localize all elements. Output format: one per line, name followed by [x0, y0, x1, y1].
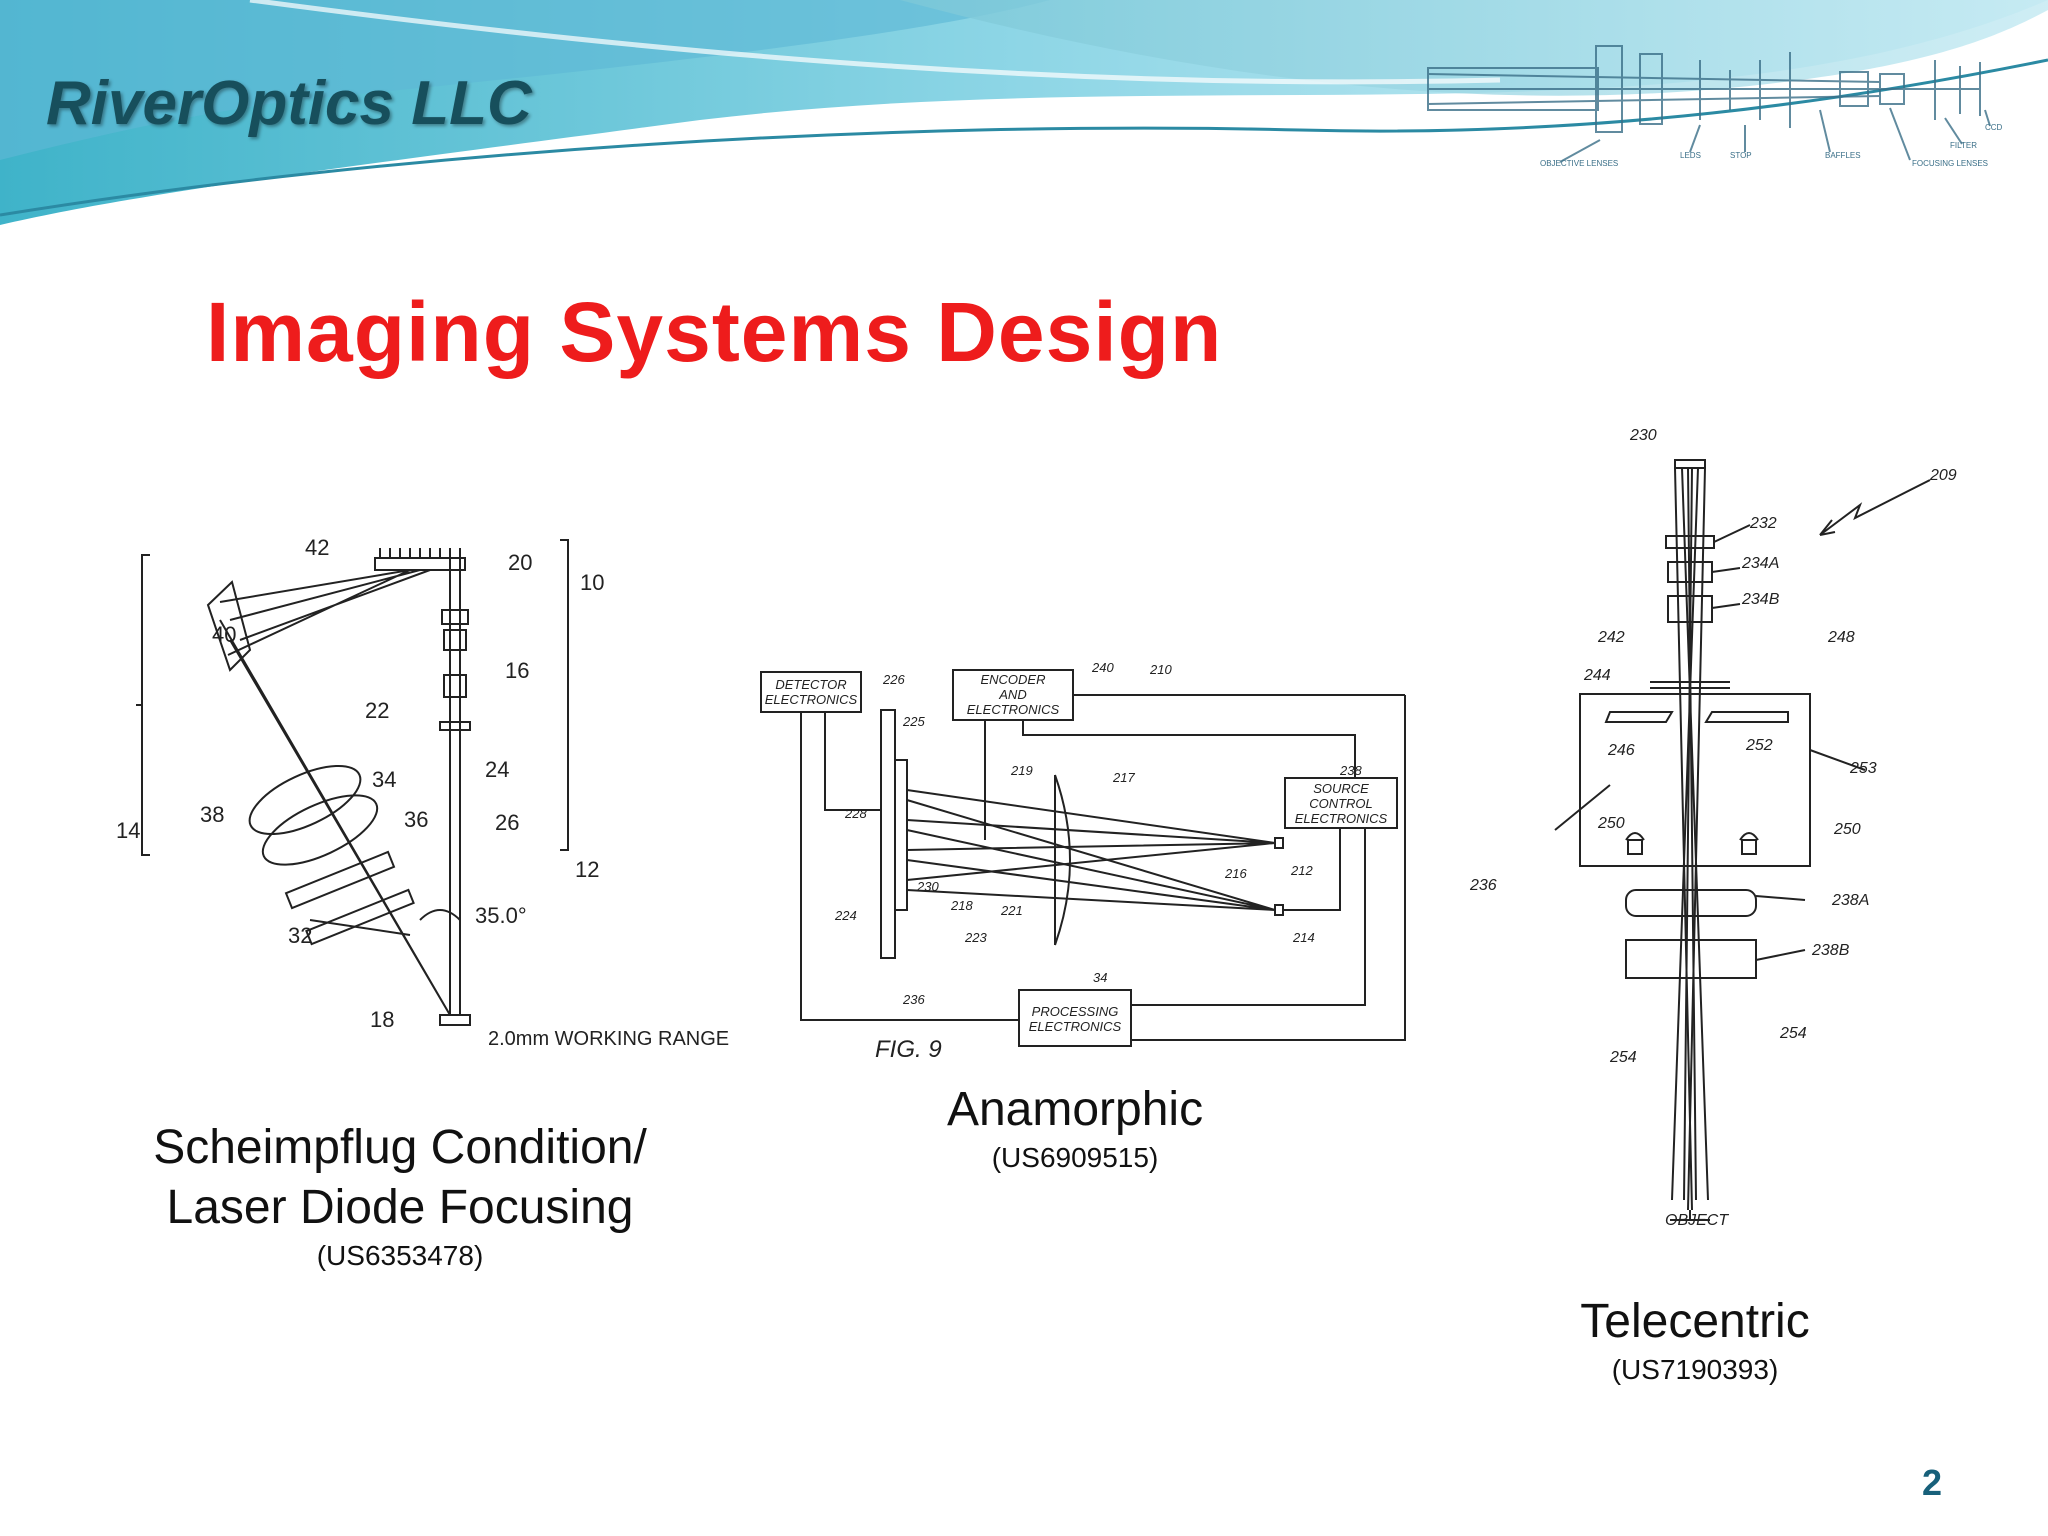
svg-text:242: 242 — [1597, 629, 1625, 646]
svg-text:14: 14 — [116, 818, 140, 843]
svg-text:230: 230 — [1629, 427, 1657, 444]
svg-text:219: 219 — [1010, 763, 1033, 778]
svg-text:24: 24 — [485, 757, 509, 782]
svg-text:18: 18 — [370, 1007, 394, 1032]
svg-text:212: 212 — [1290, 863, 1313, 878]
svg-text:246: 246 — [1607, 742, 1635, 759]
anamorphic-title: Anamorphic — [946, 1083, 1204, 1136]
svg-text:ELECTRONICS: ELECTRONICS — [1029, 1019, 1122, 1034]
svg-text:238B: 238B — [1811, 942, 1850, 959]
telecentric-labels: 230 209 232 234A 234B 242 248 244 246 25… — [1469, 427, 1957, 1229]
svg-text:254: 254 — [1609, 1049, 1637, 1066]
svg-text:ELECTRONICS: ELECTRONICS — [765, 692, 858, 707]
svg-text:12: 12 — [575, 857, 599, 882]
svg-text:240: 240 — [1091, 660, 1114, 675]
scheimpflug-diagram: 42 20 10 40 16 22 24 34 14 38 36 26 12 3… — [116, 535, 729, 1050]
telecentric-diagram: 230 209 232 234A 234B 242 248 244 246 25… — [1469, 427, 1957, 1229]
banner-labels: OBJECTIVE LENSES LEDS STOP BAFFLES FOCUS… — [1540, 123, 2003, 168]
svg-text:ELECTRONICS: ELECTRONICS — [1295, 811, 1388, 826]
page-number: 2 — [1922, 1462, 1943, 1503]
telecentric-caption: Telecentric (US7190393) — [1445, 1292, 1945, 1388]
banner-optics-drawing — [1427, 45, 1991, 163]
svg-text:248: 248 — [1827, 629, 1855, 646]
svg-text:230: 230 — [916, 879, 939, 894]
svg-text:ENCODER: ENCODER — [980, 672, 1045, 687]
telecentric-patent: (US7190393) — [1611, 1354, 1779, 1385]
svg-text:BAFFLES: BAFFLES — [1825, 151, 1861, 160]
svg-text:10: 10 — [580, 570, 604, 595]
svg-text:SOURCE: SOURCE — [1313, 781, 1369, 796]
scheimpflug-title-line-1: Scheimpflug Condition/ — [153, 1121, 647, 1174]
anamorphic-box-labels: DETECTOR ELECTRONICS ENCODER AND ELECTRO… — [765, 672, 1388, 1063]
svg-text:ELECTRONICS: ELECTRONICS — [967, 702, 1060, 717]
svg-text:26: 26 — [495, 810, 519, 835]
svg-text:16: 16 — [505, 658, 529, 683]
svg-text:42: 42 — [305, 535, 329, 560]
scheimpflug-title-line-2: Laser Diode Focusing — [166, 1181, 634, 1234]
svg-text:224: 224 — [834, 908, 857, 923]
svg-text:244: 244 — [1583, 667, 1611, 684]
svg-text:2.0mm WORKING RANGE: 2.0mm WORKING RANGE — [488, 1028, 729, 1050]
svg-text:217: 217 — [1112, 770, 1135, 785]
scheimpflug-patent: (US6353478) — [316, 1240, 484, 1271]
svg-text:250: 250 — [1597, 815, 1625, 832]
company-logo: RiverOptics LLC — [46, 69, 532, 138]
telecentric-title: Telecentric — [1580, 1295, 1810, 1348]
svg-text:238A: 238A — [1831, 892, 1869, 909]
svg-text:216: 216 — [1224, 866, 1247, 881]
svg-text:40: 40 — [212, 622, 236, 647]
svg-text:238: 238 — [1339, 763, 1362, 778]
svg-text:228: 228 — [844, 806, 867, 821]
svg-text:236: 236 — [902, 992, 925, 1007]
svg-text:232: 232 — [1749, 515, 1777, 532]
svg-text:FIG. 9: FIG. 9 — [875, 1036, 942, 1063]
scheimpflug-caption: Scheimpflug Condition/ Laser Diode Focus… — [100, 1118, 700, 1274]
anamorphic-diagram: DETECTOR ELECTRONICS ENCODER AND ELECTRO… — [760, 660, 1406, 1063]
svg-text:FILTER: FILTER — [1950, 141, 1977, 150]
anamorphic-patent: (US6909515) — [991, 1142, 1159, 1173]
svg-text:38: 38 — [200, 802, 224, 827]
svg-text:218: 218 — [950, 898, 973, 913]
svg-text:252: 252 — [1745, 737, 1773, 754]
svg-text:OBJECTIVE LENSES: OBJECTIVE LENSES — [1540, 159, 1618, 168]
svg-text:253: 253 — [1849, 760, 1877, 777]
svg-text:STOP: STOP — [1730, 151, 1752, 160]
svg-text:35.0°: 35.0° — [475, 903, 527, 928]
svg-text:CCD: CCD — [1985, 123, 2003, 132]
svg-text:PROCESSING: PROCESSING — [1032, 1004, 1119, 1019]
svg-text:34: 34 — [1093, 970, 1107, 985]
svg-text:250: 250 — [1833, 821, 1861, 838]
svg-text:214: 214 — [1292, 930, 1315, 945]
header-banner: OBJECTIVE LENSES LEDS STOP BAFFLES FOCUS… — [0, 0, 2048, 230]
svg-text:234B: 234B — [1741, 591, 1780, 608]
anamorphic-ref-labels: 226 225 240 210 219 217 238 228 216 212 … — [834, 660, 1362, 1007]
svg-text:DETECTOR: DETECTOR — [775, 677, 846, 692]
svg-text:34: 34 — [372, 767, 396, 792]
slide-title: Imaging Systems Design — [206, 285, 1223, 379]
svg-text:221: 221 — [1000, 903, 1023, 918]
svg-text:FOCUSING LENSES: FOCUSING LENSES — [1912, 159, 1988, 168]
scheimpflug-labels: 42 20 10 40 16 22 24 34 14 38 36 26 12 3… — [116, 535, 729, 1050]
svg-text:209: 209 — [1929, 467, 1957, 484]
svg-text:236: 236 — [1469, 877, 1497, 894]
svg-text:32: 32 — [288, 923, 312, 948]
anamorphic-caption: Anamorphic (US6909515) — [825, 1080, 1325, 1176]
svg-text:CONTROL: CONTROL — [1309, 796, 1373, 811]
svg-text:20: 20 — [508, 550, 532, 575]
svg-text:AND: AND — [998, 687, 1026, 702]
svg-text:223: 223 — [964, 930, 987, 945]
svg-text:226: 226 — [882, 672, 905, 687]
svg-text:234A: 234A — [1741, 555, 1779, 572]
svg-text:LEDS: LEDS — [1680, 151, 1701, 160]
svg-text:225: 225 — [902, 714, 925, 729]
svg-text:210: 210 — [1149, 662, 1172, 677]
svg-text:254: 254 — [1779, 1025, 1807, 1042]
svg-text:OBJECT: OBJECT — [1665, 1212, 1729, 1229]
svg-text:22: 22 — [365, 698, 389, 723]
svg-text:36: 36 — [404, 807, 428, 832]
